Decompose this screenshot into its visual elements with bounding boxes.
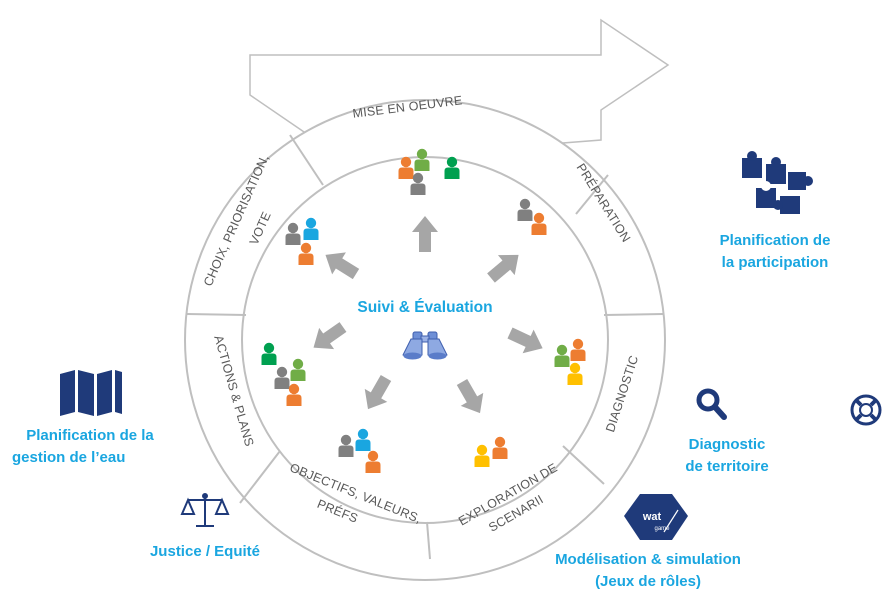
tool-label-participation: Planification de la participation bbox=[700, 230, 850, 274]
tool-label-modelisation-line2: (Jeux de rôles) bbox=[595, 573, 701, 590]
svg-text:wat: wat bbox=[642, 511, 662, 523]
tool-label-diagnostic-line2: de territoire bbox=[685, 458, 769, 475]
tool-label-participation-line1: Planification de bbox=[719, 232, 831, 249]
scales-icon bbox=[180, 493, 230, 527]
arrow-upper-left bbox=[325, 252, 360, 280]
magnifier-icon bbox=[696, 388, 727, 420]
tool-label-gestion-eau: Planification de la gestion de l’eau bbox=[0, 425, 180, 469]
tool-label-justice: Justice / Equité bbox=[149, 543, 261, 560]
center-title: Suivi & Évaluation bbox=[357, 299, 492, 316]
tool-label-gestion-eau-line2: gestion de l’eau bbox=[12, 449, 126, 466]
binoculars-icon bbox=[402, 331, 448, 360]
puzzle-icon bbox=[742, 151, 813, 214]
arrow-up bbox=[412, 216, 438, 252]
ring-dividers bbox=[186, 134, 664, 560]
arrow-left bbox=[313, 322, 347, 350]
tool-label-gestion-eau-line1: Planification de la bbox=[26, 427, 154, 444]
arrow-lower-left bbox=[364, 375, 392, 410]
tool-label-participation-line2: la participation bbox=[721, 254, 829, 271]
lifebuoy-icon bbox=[850, 394, 882, 426]
arrow-upper-right bbox=[487, 254, 519, 283]
center-arrows bbox=[313, 216, 543, 414]
tool-label-modelisation: Modélisation & simulation (Jeux de rôles… bbox=[528, 549, 768, 593]
tool-label-modelisation-line1: Modélisation & simulation bbox=[555, 551, 741, 568]
arrow-right bbox=[507, 327, 543, 354]
svg-text:game: game bbox=[654, 526, 670, 532]
watagame-logo: wat game bbox=[624, 494, 688, 540]
tool-label-diagnostic-line1: Diagnostic bbox=[688, 436, 766, 453]
arrow-lower-right bbox=[456, 379, 484, 414]
folded-map-icon bbox=[60, 370, 122, 416]
tool-label-diagnostic-territoire: Diagnostic de territoire bbox=[672, 434, 782, 478]
